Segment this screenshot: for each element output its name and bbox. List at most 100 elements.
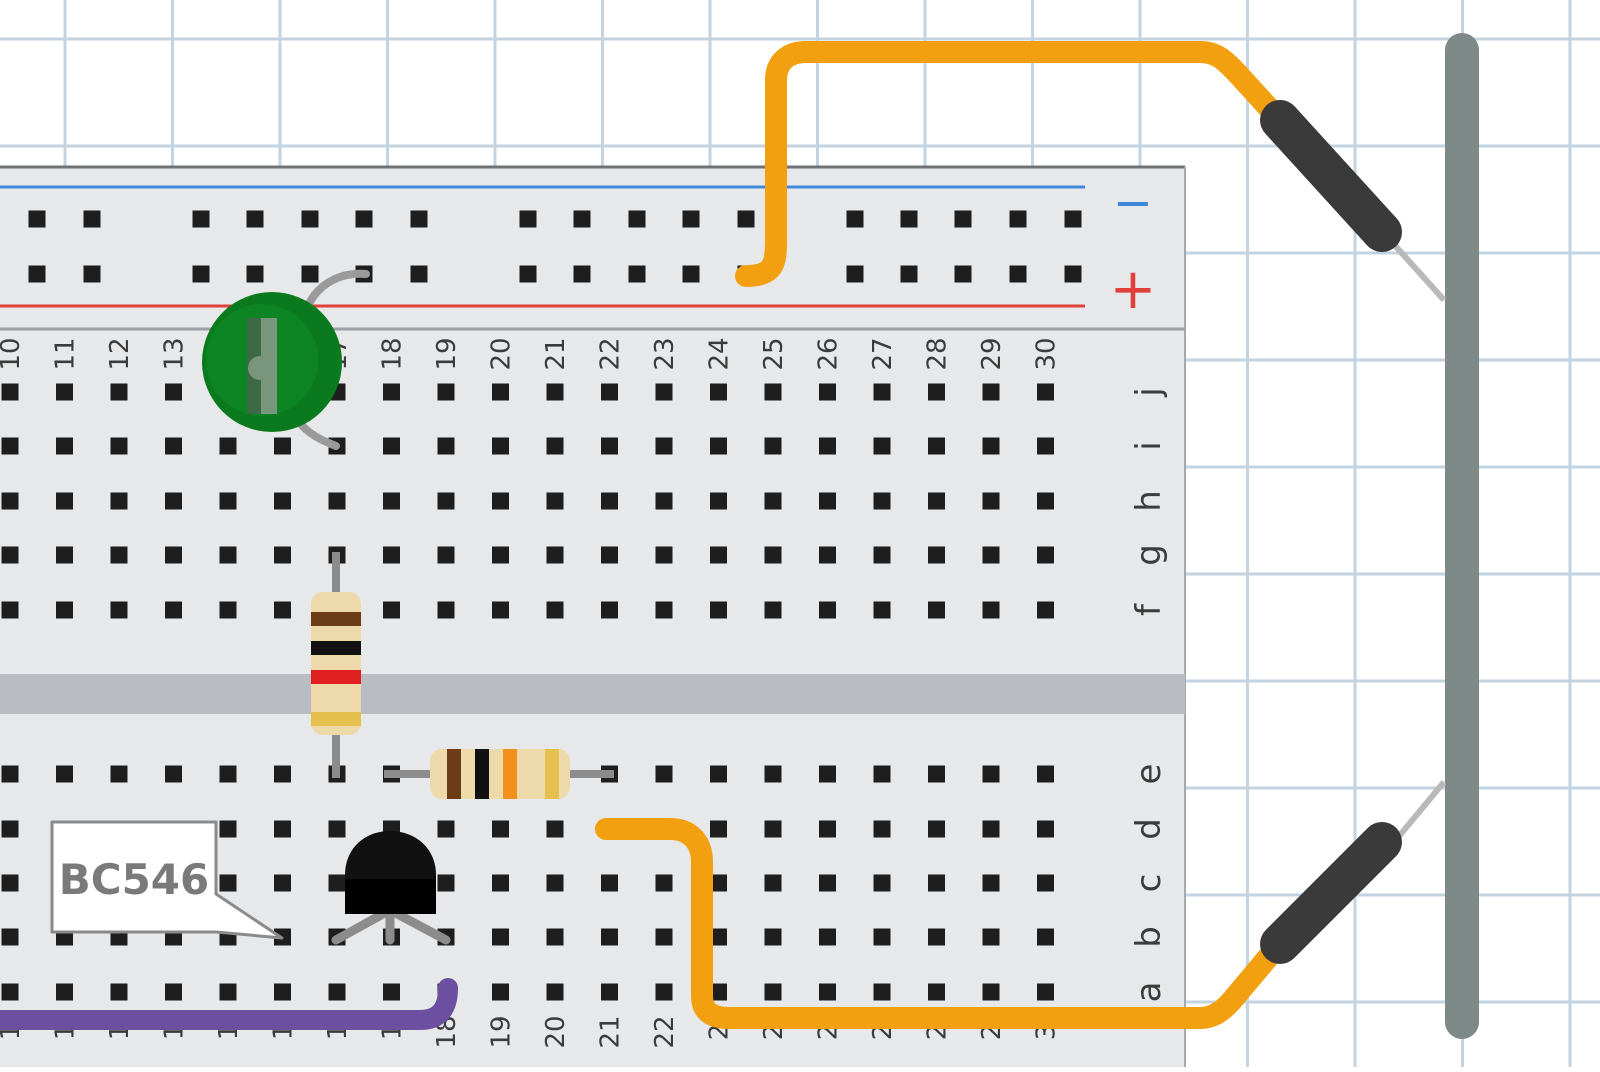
hole[interactable] <box>819 383 836 401</box>
hole[interactable] <box>546 546 564 564</box>
hole[interactable] <box>219 437 237 455</box>
hole[interactable] <box>873 601 891 619</box>
hole[interactable] <box>928 874 945 892</box>
hole[interactable] <box>192 265 210 283</box>
hole[interactable] <box>328 492 346 510</box>
hole[interactable] <box>165 765 182 783</box>
hole[interactable] <box>165 437 182 455</box>
hole[interactable] <box>655 983 673 1001</box>
hole[interactable] <box>165 492 182 510</box>
hole[interactable] <box>437 492 455 510</box>
hole[interactable] <box>328 983 346 1001</box>
hole[interactable] <box>764 383 782 401</box>
resistor-horizontal[interactable] <box>384 749 614 799</box>
hole[interactable] <box>819 546 836 564</box>
probe-top[interactable] <box>1260 100 1402 252</box>
hole[interactable] <box>1 983 19 1001</box>
hole[interactable] <box>982 820 1000 838</box>
hole[interactable] <box>437 874 455 892</box>
hole[interactable] <box>219 601 237 619</box>
hole[interactable] <box>110 546 128 564</box>
hole[interactable] <box>383 983 400 1001</box>
hole[interactable] <box>219 492 237 510</box>
hole[interactable] <box>492 383 509 401</box>
hole[interactable] <box>710 546 727 564</box>
hole[interactable] <box>710 601 727 619</box>
hole[interactable] <box>219 820 237 838</box>
hole[interactable] <box>682 210 700 228</box>
hole[interactable] <box>492 983 509 1001</box>
hole[interactable] <box>819 765 836 783</box>
hole[interactable] <box>764 983 782 1001</box>
hole[interactable] <box>301 265 319 283</box>
hole[interactable] <box>56 492 73 510</box>
hole[interactable] <box>982 383 1000 401</box>
hole[interactable] <box>846 210 864 228</box>
hole[interactable] <box>846 265 864 283</box>
hole[interactable] <box>519 265 537 283</box>
hole[interactable] <box>410 265 428 283</box>
hole[interactable] <box>546 928 564 946</box>
hole[interactable] <box>873 492 891 510</box>
hole[interactable] <box>928 383 945 401</box>
hole[interactable] <box>710 820 727 838</box>
hole[interactable] <box>437 437 455 455</box>
hole[interactable] <box>764 437 782 455</box>
hole[interactable] <box>928 928 945 946</box>
hole[interactable] <box>928 765 945 783</box>
hole[interactable] <box>219 874 237 892</box>
hole[interactable] <box>437 383 455 401</box>
hole[interactable] <box>1 437 19 455</box>
hole[interactable] <box>764 820 782 838</box>
hole[interactable] <box>873 437 891 455</box>
hole[interactable] <box>655 546 673 564</box>
hole[interactable] <box>110 492 128 510</box>
hole[interactable] <box>873 546 891 564</box>
hole[interactable] <box>954 210 972 228</box>
hole[interactable] <box>601 546 618 564</box>
hole[interactable] <box>219 983 237 1001</box>
hole[interactable] <box>982 601 1000 619</box>
hole[interactable] <box>56 983 73 1001</box>
hole[interactable] <box>56 765 73 783</box>
hole[interactable] <box>56 383 73 401</box>
hole[interactable] <box>628 265 646 283</box>
hole[interactable] <box>492 546 509 564</box>
hole[interactable] <box>110 765 128 783</box>
hole[interactable] <box>110 601 128 619</box>
hole[interactable] <box>546 820 564 838</box>
hole[interactable] <box>764 874 782 892</box>
hole[interactable] <box>573 265 591 283</box>
hole[interactable] <box>492 820 509 838</box>
hole[interactable] <box>573 210 591 228</box>
hole[interactable] <box>1037 765 1054 783</box>
hole[interactable] <box>764 546 782 564</box>
hole[interactable] <box>383 546 400 564</box>
hole[interactable] <box>873 765 891 783</box>
hole[interactable] <box>819 928 836 946</box>
hole[interactable] <box>546 383 564 401</box>
hole[interactable] <box>28 210 46 228</box>
hole[interactable] <box>546 437 564 455</box>
hole[interactable] <box>655 437 673 455</box>
hole[interactable] <box>982 546 1000 564</box>
hole[interactable] <box>246 210 264 228</box>
hole[interactable] <box>246 265 264 283</box>
hole[interactable] <box>1037 601 1054 619</box>
hole[interactable] <box>601 492 618 510</box>
hole[interactable] <box>982 492 1000 510</box>
hole[interactable] <box>819 874 836 892</box>
hole[interactable] <box>492 437 509 455</box>
hole[interactable] <box>982 928 1000 946</box>
hole[interactable] <box>492 492 509 510</box>
hole[interactable] <box>1 546 19 564</box>
hole[interactable] <box>928 820 945 838</box>
hole[interactable] <box>274 492 291 510</box>
hole[interactable] <box>219 546 237 564</box>
hole[interactable] <box>410 210 428 228</box>
hole[interactable] <box>601 928 618 946</box>
hole[interactable] <box>928 983 945 1001</box>
hole[interactable] <box>492 874 509 892</box>
hole[interactable] <box>819 601 836 619</box>
hole[interactable] <box>301 210 319 228</box>
